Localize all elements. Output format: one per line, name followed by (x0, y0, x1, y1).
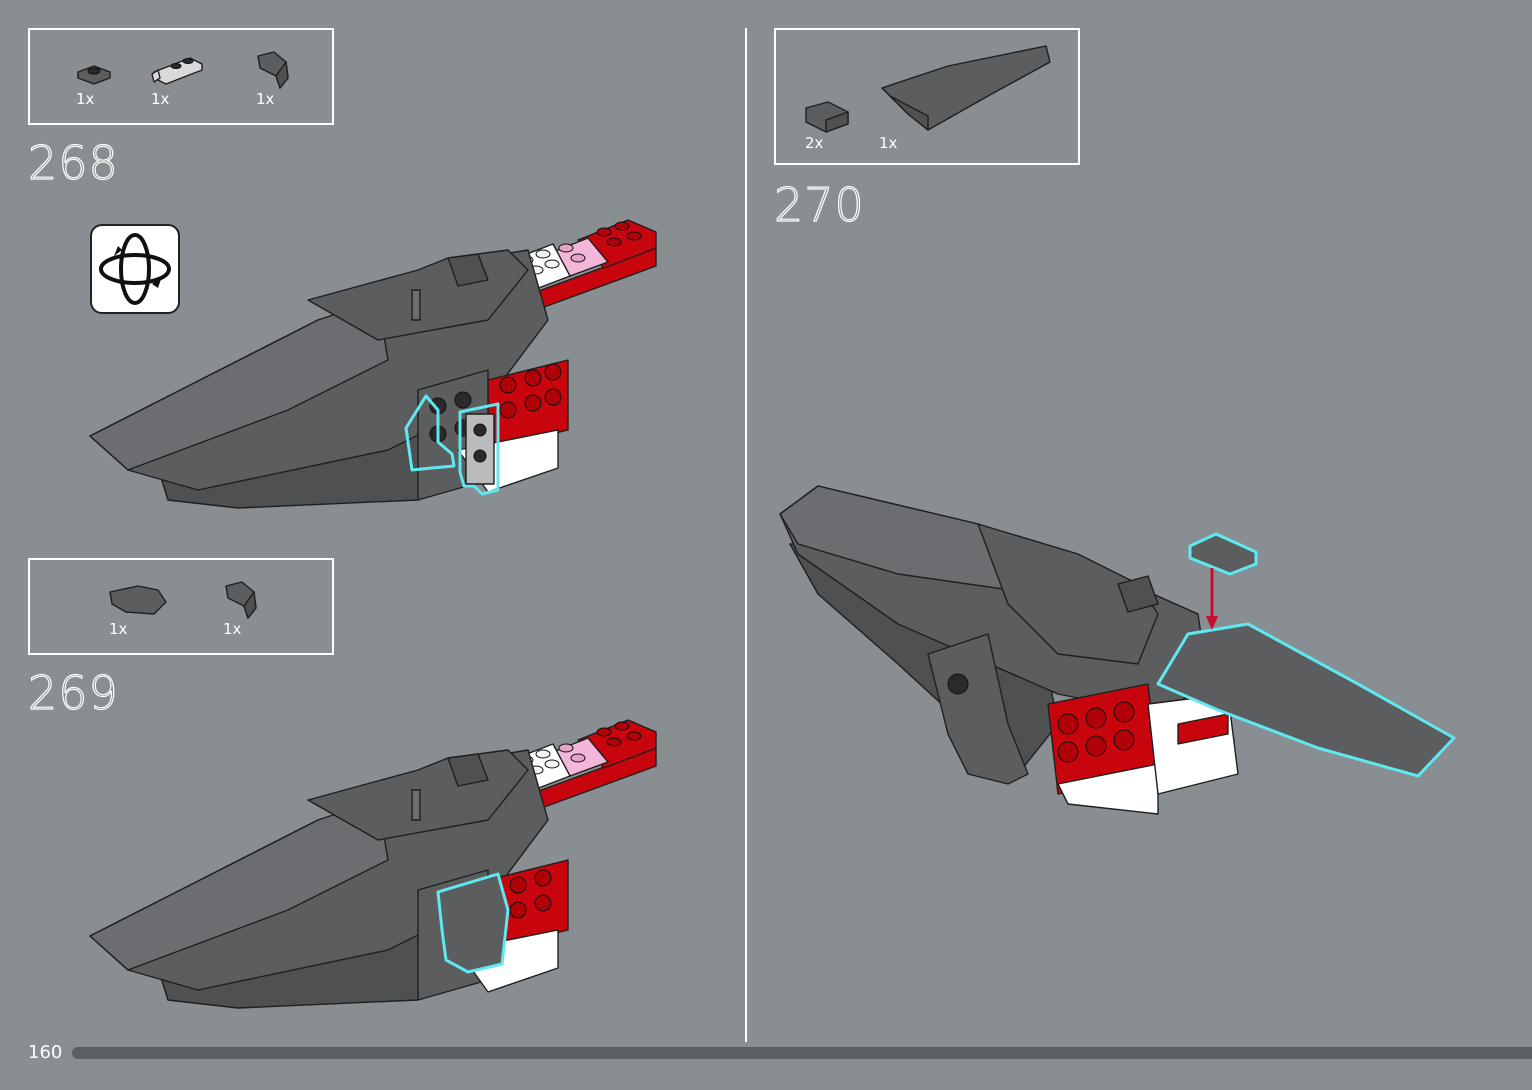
part-qty: 1x (109, 620, 127, 638)
part-plate-1x1-icon (76, 62, 112, 88)
progress-bar (72, 1047, 1532, 1059)
step-number-270: 270 (774, 178, 865, 232)
part-tile-icon (802, 100, 854, 136)
progress-fill (72, 1047, 1532, 1059)
part-qty: 1x (256, 90, 274, 108)
part-qty: 1x (879, 134, 897, 152)
model-drawing-step-270 (778, 484, 1458, 814)
part-slope-curved-icon (254, 48, 294, 92)
parts-callout-step-269: 1x 1x (28, 558, 334, 655)
page-divider (745, 28, 747, 1042)
part-qty: 2x (805, 134, 823, 152)
model-drawing-step-268 (88, 210, 658, 510)
part-plate-clips-icon (150, 50, 206, 86)
part-qty: 1x (76, 90, 94, 108)
part-qty: 1x (151, 90, 169, 108)
part-wedge-slope-icon (878, 44, 1058, 136)
part-curved-slope-icon (108, 584, 170, 620)
page-number: 160 (28, 1042, 62, 1063)
model-drawing-step-269 (88, 710, 658, 1010)
parts-callout-step-268: 1x 1x 1x (28, 28, 334, 125)
part-slope-curved-icon (222, 578, 262, 622)
step-number-268: 268 (28, 136, 119, 190)
part-qty: 1x (223, 620, 241, 638)
parts-callout-step-270: 2x 1x (774, 28, 1080, 165)
